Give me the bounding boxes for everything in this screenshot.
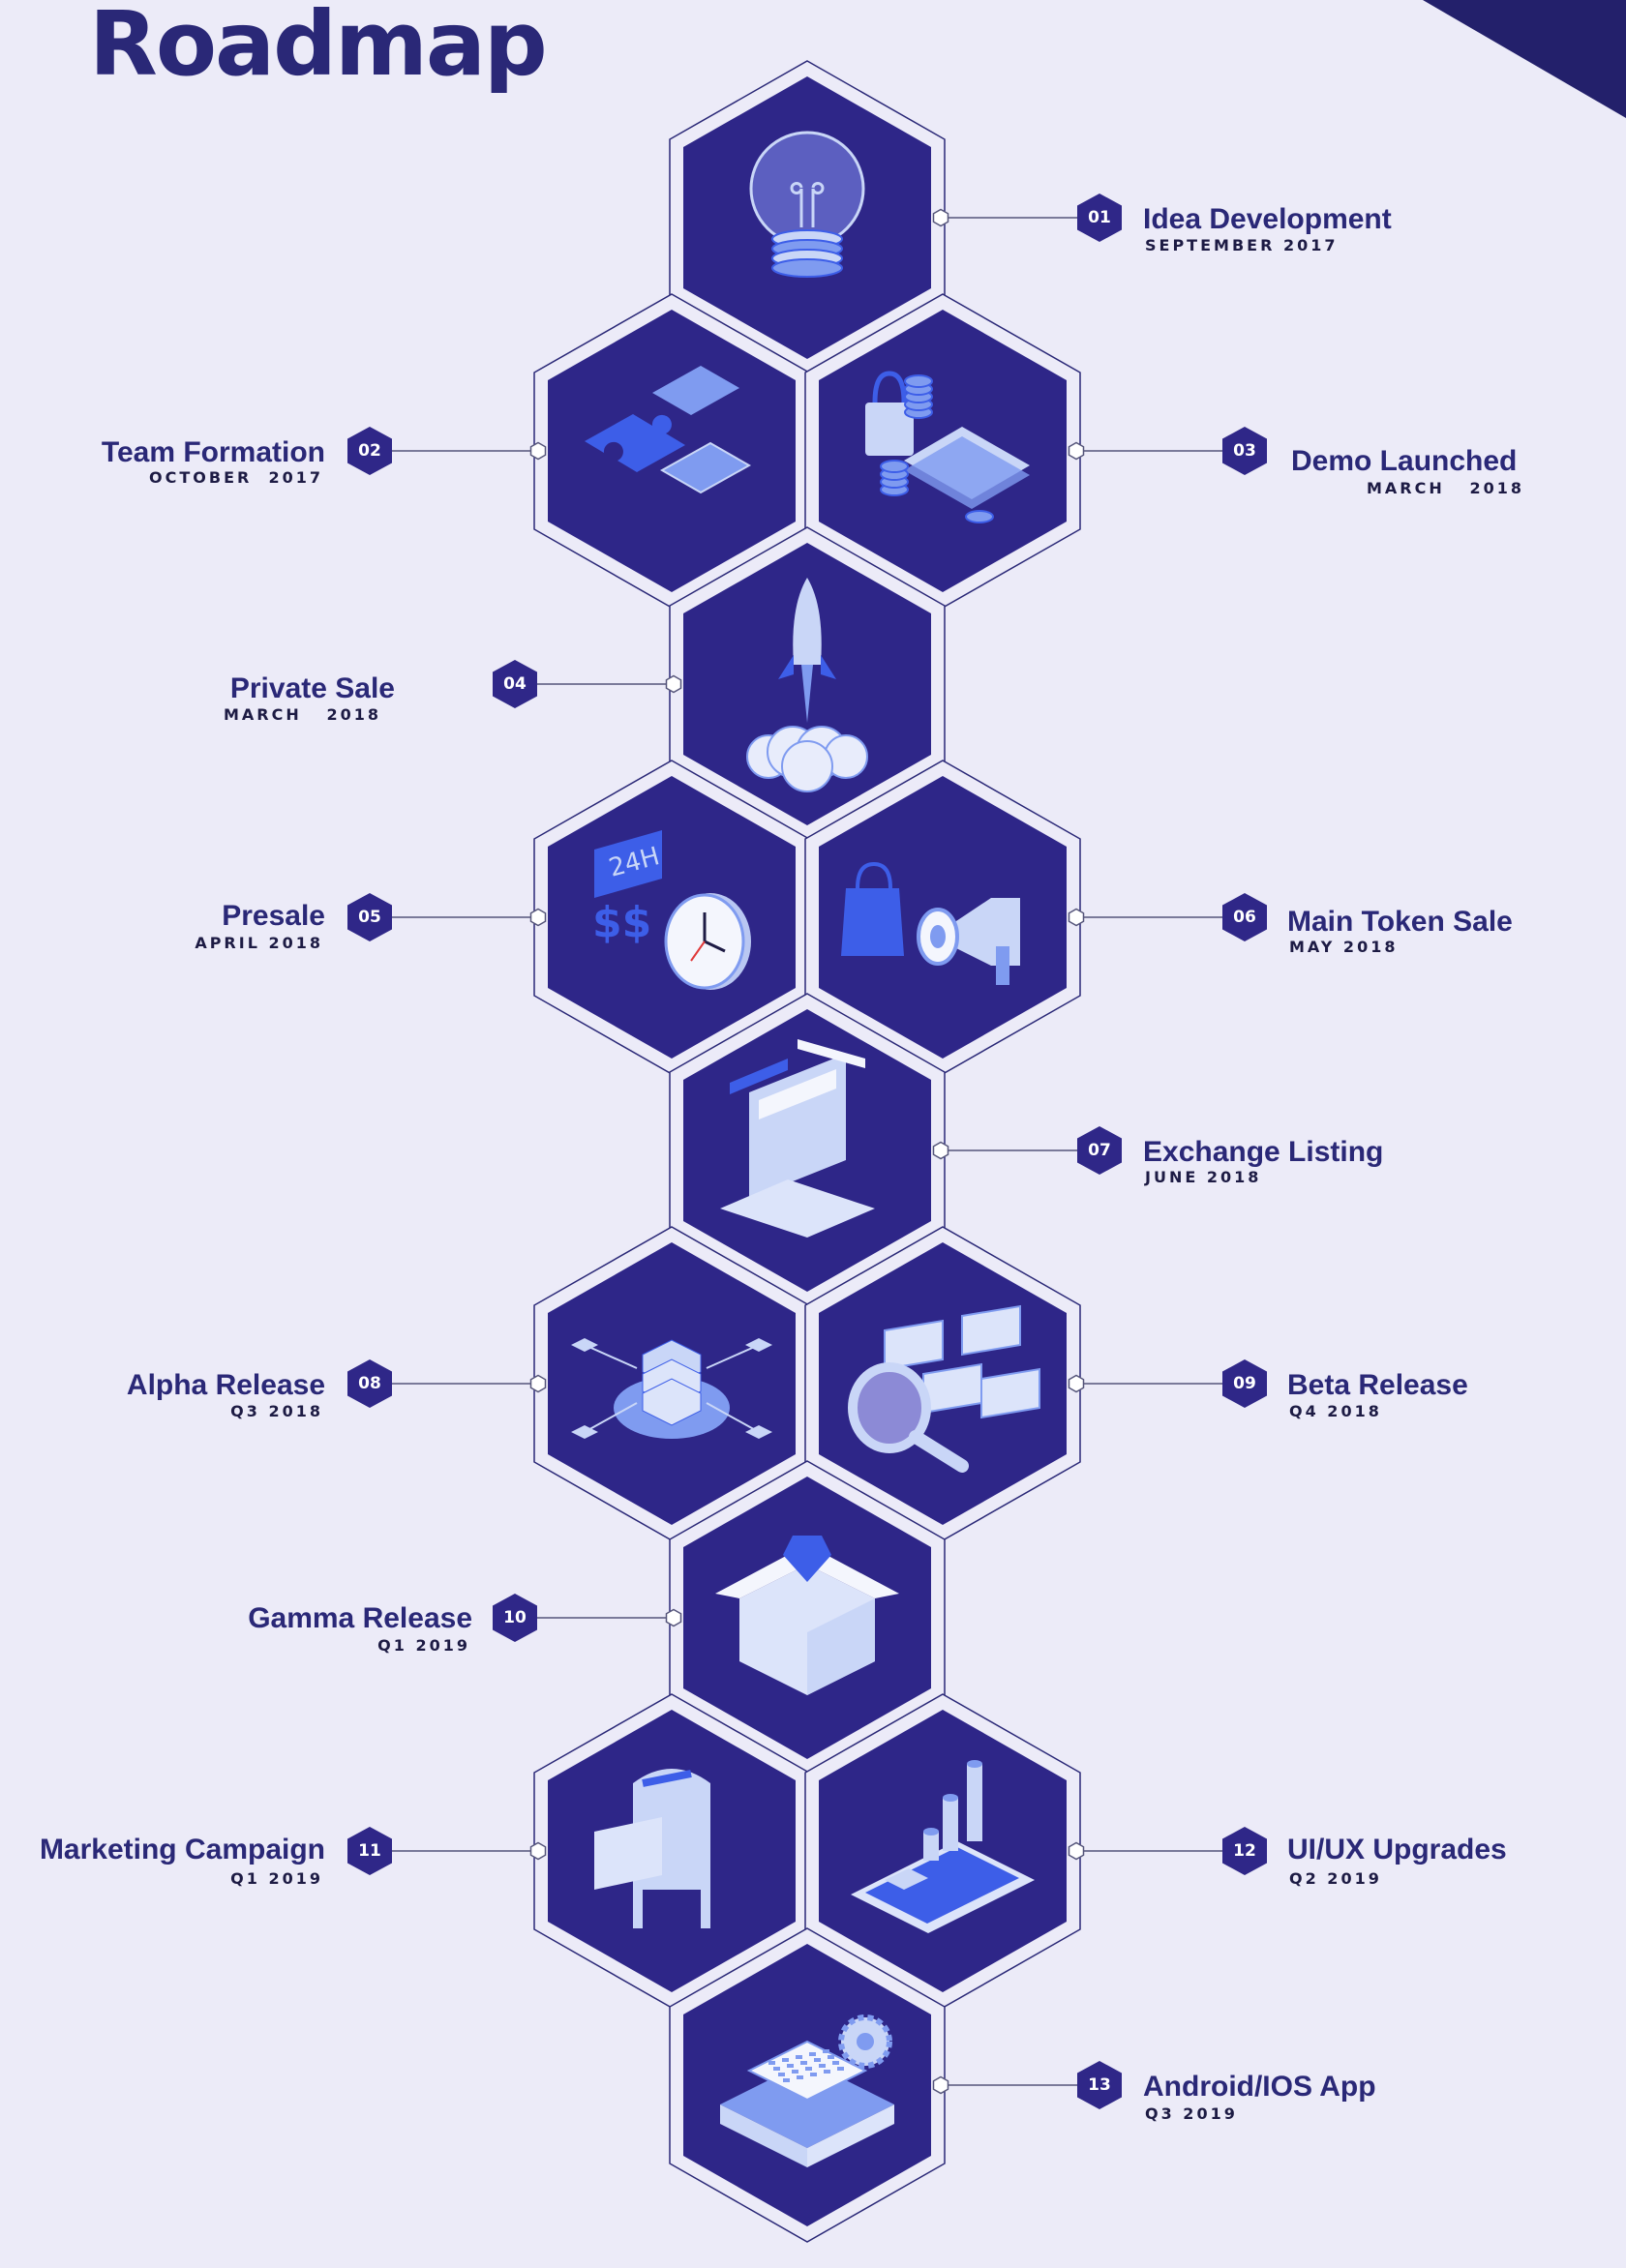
milestone-hex-06 [804,760,1081,1075]
milestone-title: UI/UX Upgrades [1287,1834,1507,1865]
milestone-number-badge: 12 [1222,1827,1267,1875]
connector-04 [515,674,682,694]
milestone-date: Q3 2019 [1145,2104,1238,2123]
milestone-date: Q4 2018 [1289,1402,1382,1420]
page-title: Roadmap [89,0,548,96]
milestone-title: Idea Development [1143,203,1392,235]
milestone-number-badge: 08 [347,1359,392,1408]
milestone-title: Android/IOS App [1143,2071,1376,2103]
server-network-icon [571,1338,772,1439]
connector-03 [1068,441,1245,461]
milestone-date: APRIL 2018 [195,934,323,952]
milestone-hex-10 [669,1460,946,1776]
connector-13 [932,2075,1099,2095]
milestone-title: Demo Launched [1291,445,1518,477]
magnifier-icon [848,1304,1040,1473]
connector-09 [1068,1374,1245,1393]
milestone-hex-13 [669,1927,946,2243]
milestone-date: MARCH 2018 [224,705,381,724]
connector-06 [1068,908,1245,927]
laptop-icon [720,1039,875,1238]
corner-decoration [1423,0,1626,118]
milestone-hex-03 [804,293,1081,609]
milestone-title: Main Token Sale [1287,906,1513,938]
connector-08 [370,1374,547,1393]
phone-chart-icon [851,1760,1035,1933]
connector-12 [1068,1841,1245,1861]
milestone-title: Exchange Listing [1143,1136,1384,1168]
milestone-number-badge: 10 [493,1594,537,1642]
milestone-title: Gamma Release [248,1602,472,1634]
milestone-title: Presale [222,900,325,932]
gear-icon [720,2014,894,2167]
mailbox-icon [594,1769,710,1928]
clock-24h-icon: 24H$$ [592,830,751,990]
milestone-hex-09 [804,1226,1081,1541]
milestone-hex-12 [804,1693,1081,2009]
milestone-number-badge: 09 [1222,1359,1267,1408]
megaphone-icon [841,861,1020,985]
connector-05 [370,908,547,927]
money-bag-icon [865,371,1030,523]
milestone-hex-08 [533,1226,810,1541]
milestone-date: SEPTEMBER 2017 [1145,236,1339,254]
connector-02 [370,441,547,461]
milestone-title: Private Sale [229,672,395,704]
milestone-date: JUNE 2018 [1145,1168,1262,1186]
milestone-hex-07 [669,993,946,1308]
gem-box-icon [715,1536,899,1695]
milestone-hex-01 [669,60,946,375]
connector-10 [515,1608,682,1627]
milestone-number-badge: 07 [1077,1126,1122,1175]
milestone-hex-05: 24H$$ [533,760,810,1075]
milestone-hex-11 [533,1693,810,2009]
milestone-title: Alpha Release [126,1369,325,1401]
milestone-title: Marketing Campaign [39,1834,325,1865]
milestone-date: OCTOBER 2017 [149,468,323,487]
connector-11 [370,1841,547,1861]
milestone-number-badge: 02 [347,427,392,475]
milestone-date: MAY 2018 [1289,938,1399,956]
milestone-hex-04 [669,526,946,842]
puzzle-icon [585,366,752,494]
milestone-title: Beta Release [1287,1369,1468,1401]
milestone-number-badge: 11 [347,1827,392,1875]
milestone-date: Q3 2018 [230,1402,323,1420]
milestone-date: Q1 2019 [230,1869,323,1888]
lightbulb-icon [749,131,865,278]
svg-text:$$: $$ [592,898,651,947]
milestone-date: MARCH 2018 [1367,479,1524,497]
milestone-title: Team Formation [101,436,325,468]
connector-01 [932,208,1099,227]
rocket-icon [746,578,868,792]
milestone-date: Q2 2019 [1289,1869,1382,1888]
milestone-date: Q1 2019 [377,1636,470,1655]
connector-07 [932,1141,1099,1160]
milestone-hex-02 [533,293,810,609]
